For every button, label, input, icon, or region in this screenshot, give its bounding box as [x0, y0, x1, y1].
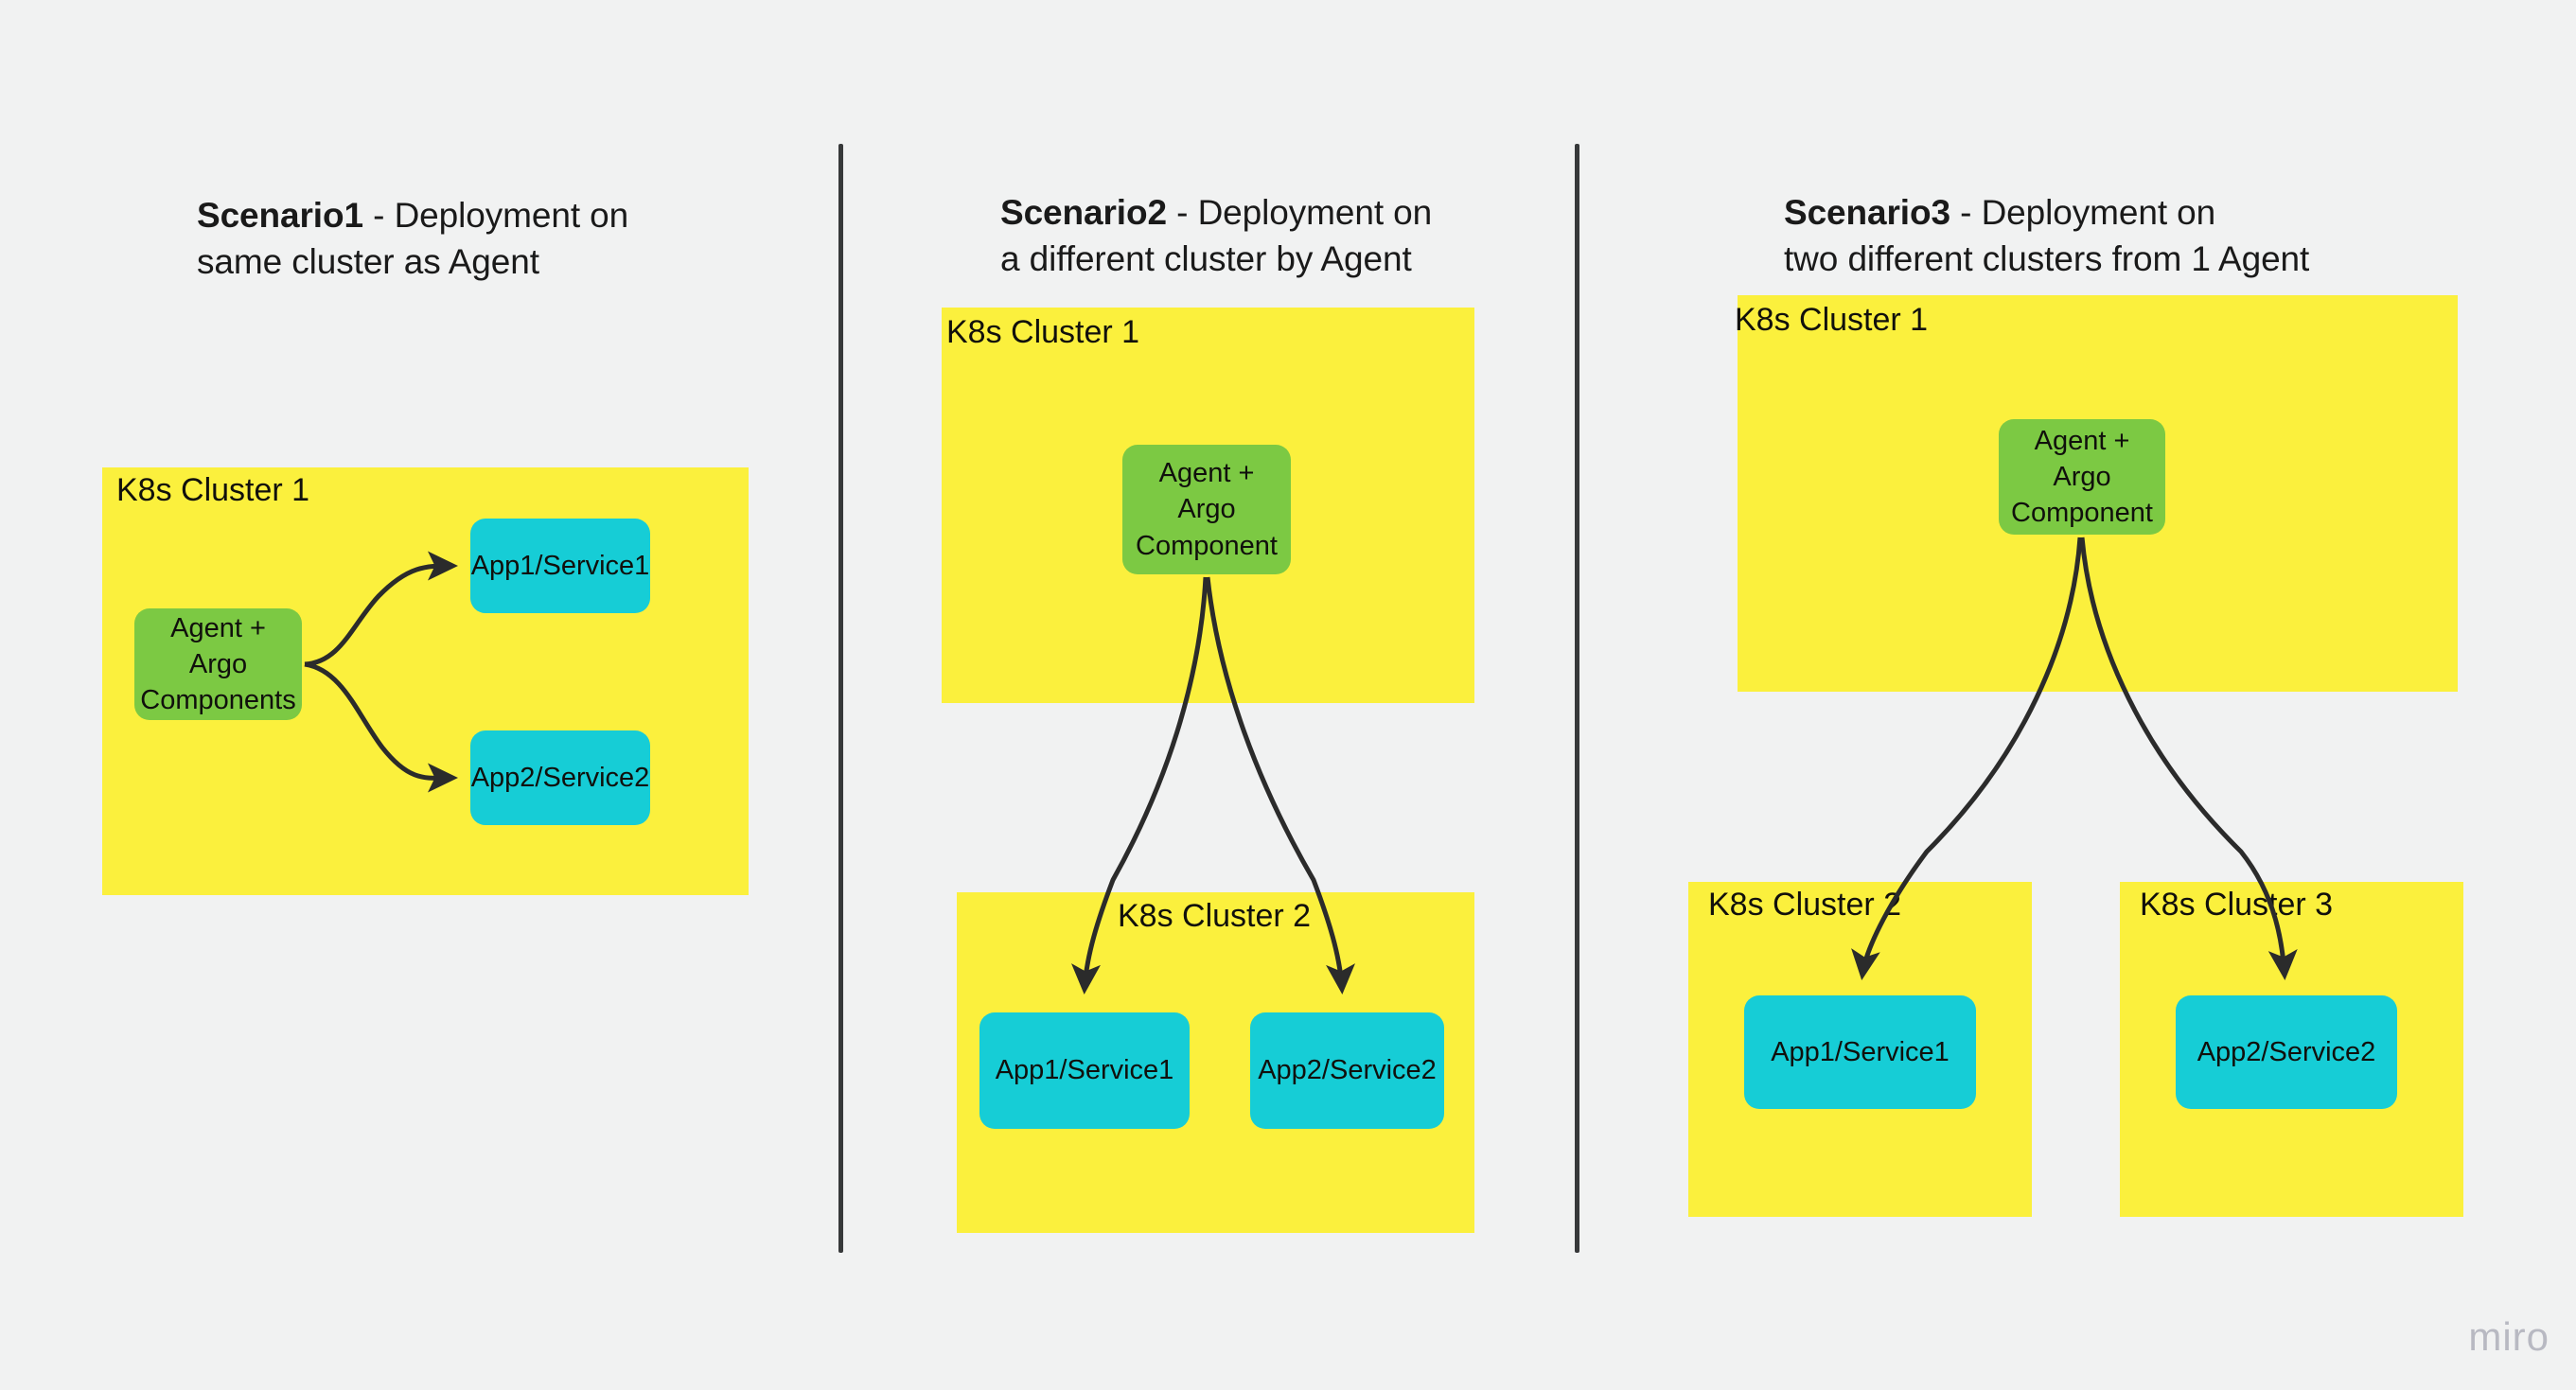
scenario2-cluster-2-label: K8s Cluster 2 [1118, 898, 1312, 934]
scenario2-agent-node[interactable]: Agent + Argo Component [1122, 445, 1291, 574]
scenario2-title-strong: Scenario2 [1000, 192, 1167, 232]
miro-watermark: miro [2468, 1314, 2550, 1359]
scenario2-title-rest: - Deployment on a different cluster by A… [1000, 192, 1433, 278]
scenario3-cluster-3-label: K8s Cluster 3 [2140, 887, 2334, 923]
scenario3-agent-node[interactable]: Agent + Argo Component [1999, 419, 2165, 535]
scenario2-app1-node[interactable]: App1/Service1 [979, 1012, 1190, 1129]
scenario3-cluster-1-label: K8s Cluster 1 [1735, 302, 1929, 338]
scenario3-title-strong: Scenario3 [1784, 192, 1950, 232]
scenario2-app2-node[interactable]: App2/Service2 [1250, 1012, 1444, 1129]
scenario1-cluster-1-label: K8s Cluster 1 [116, 472, 310, 508]
scenario3-app1-node[interactable]: App1/Service1 [1744, 995, 1976, 1109]
scenario3-app2-node[interactable]: App2/Service2 [2176, 995, 2397, 1109]
scenario1-title-rest: - Deployment on same cluster as Agent [197, 195, 629, 281]
scenario1-title: Scenario1 - Deployment on same cluster a… [197, 147, 727, 285]
scenario3-title-rest: - Deployment on two different clusters f… [1784, 192, 2310, 278]
scenario1-app1-node[interactable]: App1/Service1 [470, 519, 650, 613]
scenario3-title: Scenario3 - Deployment on two different … [1784, 144, 2390, 282]
scenario3-cluster-2-label: K8s Cluster 2 [1708, 887, 1902, 923]
scenario1-agent-node[interactable]: Agent + Argo Components [134, 608, 302, 720]
divider-2 [1575, 144, 1579, 1253]
scenario1-title-strong: Scenario1 [197, 195, 363, 235]
scenario2-title: Scenario2 - Deployment on a different cl… [1000, 144, 1530, 282]
scenario1-app2-node[interactable]: App2/Service2 [470, 730, 650, 825]
scenario2-cluster-1-label: K8s Cluster 1 [946, 314, 1140, 350]
divider-1 [838, 144, 843, 1253]
